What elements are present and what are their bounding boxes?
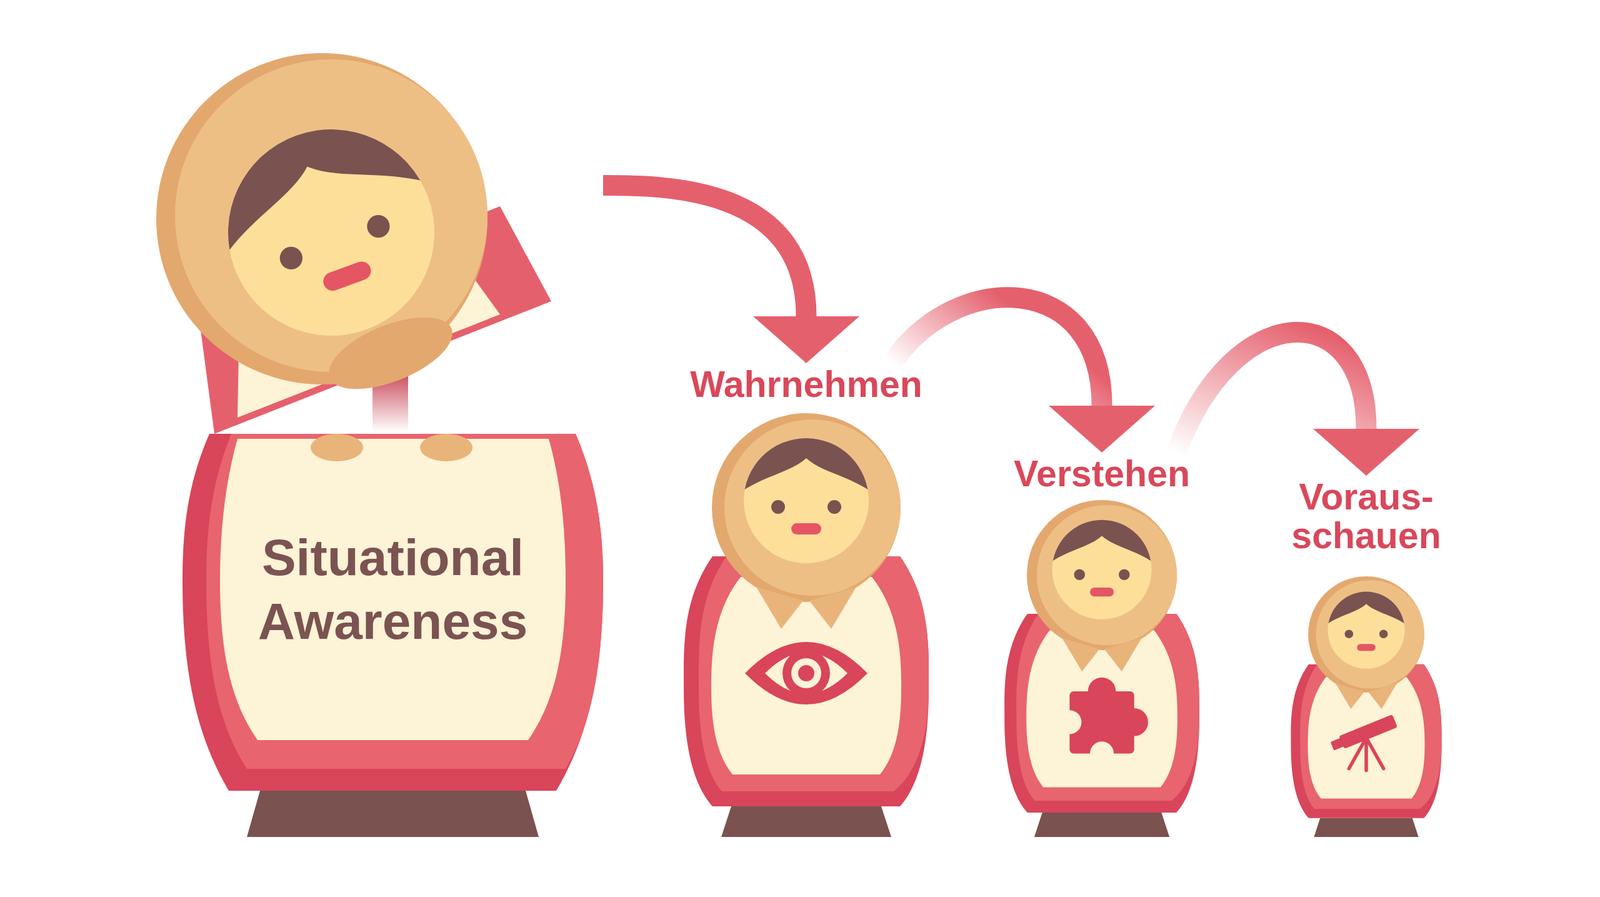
- telescope-icon: [1329, 714, 1398, 771]
- doll-node: Situational Awareness: [156, 61, 604, 837]
- big-doll-lower-half: [182, 433, 604, 837]
- arrow-shaft: [891, 297, 1102, 406]
- doll-base: [246, 790, 539, 837]
- flow-arrow: [603, 185, 860, 364]
- arrow-head: [1048, 405, 1155, 453]
- doll-hand: [420, 433, 473, 462]
- eye-icon: [745, 641, 868, 705]
- doll-figure: [1290, 576, 1442, 837]
- stage-label: Voraus- schauen: [1275, 478, 1458, 556]
- doll-node: Wahrnehmen: [683, 365, 929, 837]
- doll-title: Situational Awareness: [229, 438, 557, 740]
- doll-figure: [683, 413, 929, 837]
- big-doll-upper-half: [156, 53, 552, 434]
- flow-arrow: [891, 297, 1155, 453]
- doll-hand: [310, 433, 364, 462]
- arrow-head: [753, 316, 860, 364]
- stage-label: Verstehen: [995, 455, 1209, 494]
- doll-node: Verstehen: [995, 455, 1209, 837]
- doll-face: [185, 86, 474, 369]
- doll-figure: [1004, 500, 1200, 837]
- arrow-shaft: [603, 185, 807, 317]
- stage-label: Wahrnehmen: [683, 365, 929, 405]
- doll-body: [182, 433, 604, 791]
- arrow-head: [1313, 428, 1420, 476]
- doll-belly: [220, 438, 566, 740]
- doll-body-light: [206, 433, 604, 769]
- flow-arrow: [1176, 331, 1420, 476]
- puzzle-icon: [1057, 677, 1149, 766]
- doll-node: Voraus- schauen: [1275, 478, 1458, 837]
